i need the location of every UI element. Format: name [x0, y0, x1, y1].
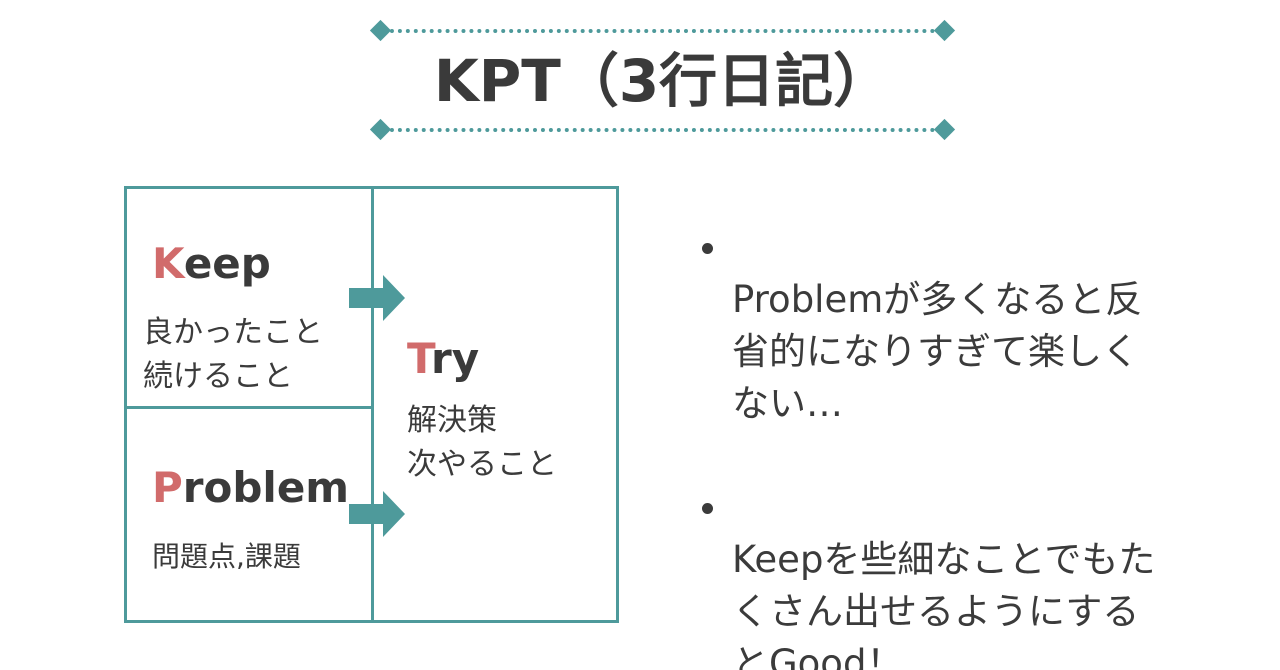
notes-list: Problemが多くなると反 省的になりすぎて楽しく ない… Keepを些細なこ…	[700, 222, 1260, 670]
try-initial: T	[407, 334, 432, 383]
problem-heading: Problem	[152, 463, 349, 513]
diamond-ornament	[369, 19, 392, 42]
keep-initial: K	[152, 239, 184, 288]
try-desc-line: 次やること	[407, 447, 557, 482]
diamond-ornament	[933, 118, 956, 141]
grid-divider-vertical	[371, 189, 374, 620]
try-heading-rest: ry	[431, 334, 480, 383]
diamond-ornament	[369, 118, 392, 141]
list-item: Problemが多くなると反 省的になりすぎて楽しく ない…	[700, 222, 1260, 430]
page-title: KPT（3行日記）	[433, 47, 892, 115]
grid-divider-horizontal	[127, 406, 371, 409]
keep-description: 良かったこと 続けること	[143, 311, 323, 399]
diamond-ornament	[933, 19, 956, 42]
list-item: Keepを些細なことでもた くさん出せるようにする とGood！	[700, 482, 1260, 670]
try-desc-line: 解決策	[407, 403, 497, 438]
arrow-right-icon	[349, 491, 405, 537]
problem-heading-rest: roblem	[182, 463, 350, 512]
title-banner: KPT（3行日記）	[369, 18, 956, 144]
try-heading: Try	[407, 334, 479, 384]
note-text: Problemが多くなると反 省的になりすぎて楽しく ない…	[732, 278, 1143, 425]
bullet-icon	[702, 503, 713, 514]
note-text: Keepを些細なことでもた くさん出せるようにする とGood！	[732, 538, 1156, 670]
keep-desc-line: 良かったこと	[143, 315, 323, 350]
problem-initial: P	[152, 463, 183, 512]
keep-desc-line: 続けること	[143, 359, 293, 394]
keep-heading-rest: eep	[183, 239, 271, 288]
bullet-icon	[702, 243, 713, 254]
try-description: 解決策 次やること	[407, 399, 557, 487]
problem-description: 問題点,課題	[152, 540, 301, 573]
arrow-right-icon	[349, 275, 405, 321]
dotted-line-top	[382, 29, 943, 33]
dotted-line-bottom	[382, 128, 943, 132]
kpt-grid: Keep 良かったこと 続けること Problem 問題点,課題 Try 解決策…	[124, 186, 619, 623]
keep-heading: Keep	[152, 239, 271, 289]
